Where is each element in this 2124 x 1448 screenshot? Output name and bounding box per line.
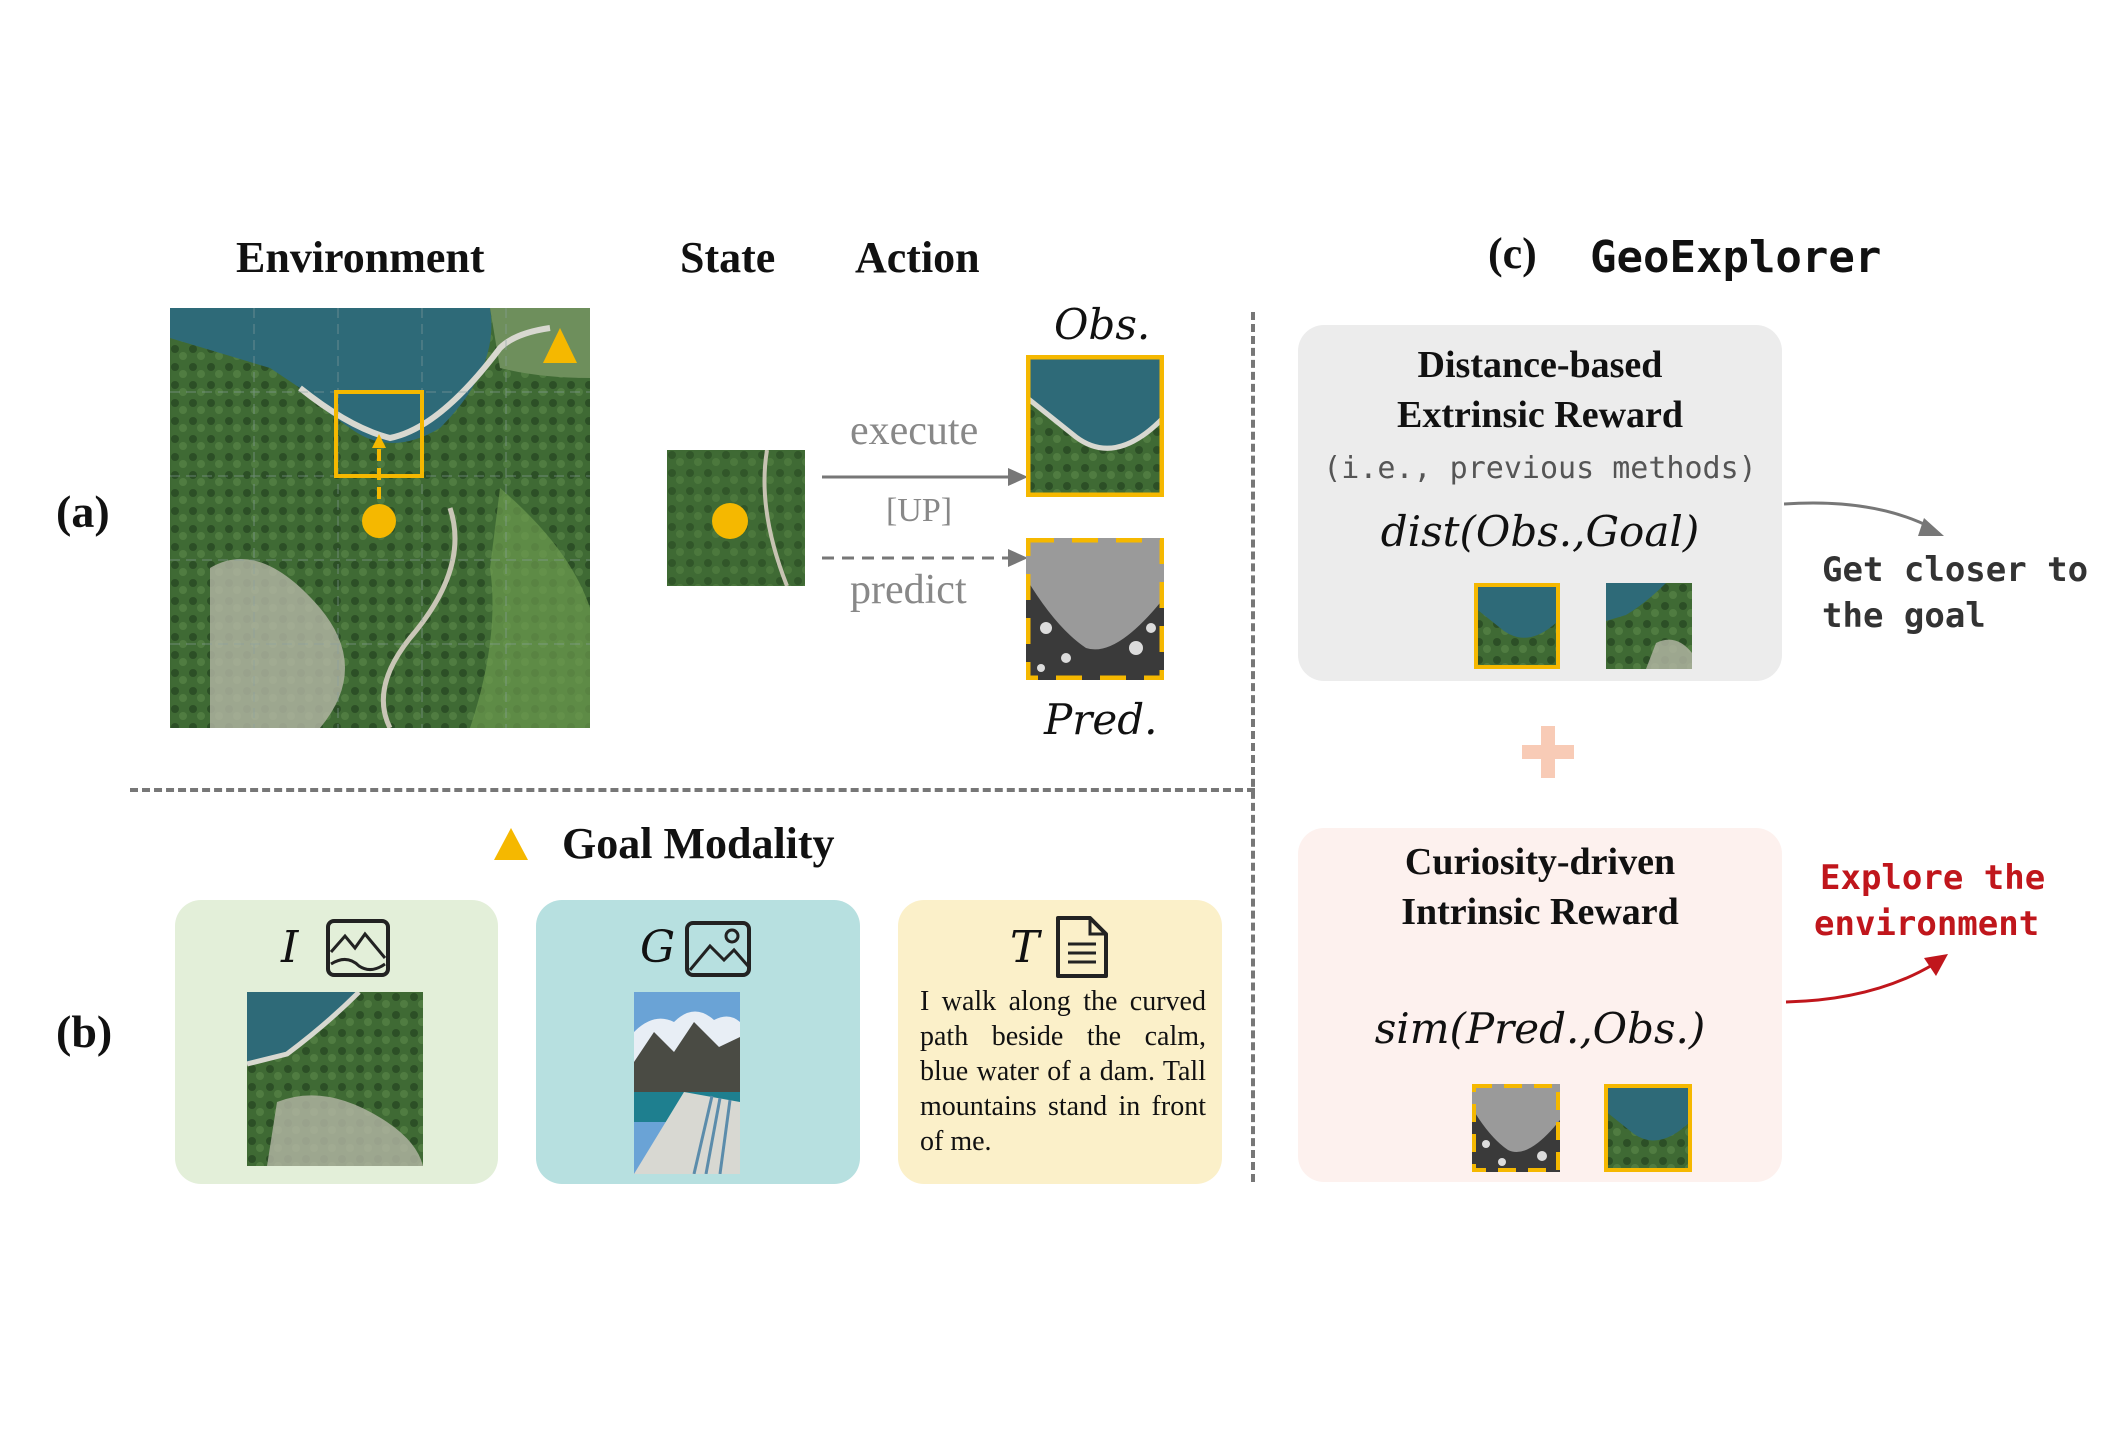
intrinsic-obs-tile bbox=[1604, 1084, 1692, 1172]
panel-c-label: (c) bbox=[1488, 229, 1537, 278]
extrinsic-side-text-line1: Get closer to bbox=[1822, 550, 2089, 590]
extrinsic-note: (i.e., previous methods) bbox=[1323, 451, 1757, 486]
text-goal-card: T I walk along the curved path beside th… bbox=[898, 900, 1222, 1184]
goal-letter-g: G bbox=[640, 922, 676, 973]
goal-triangle-icon bbox=[494, 828, 528, 860]
environment-map bbox=[170, 308, 590, 728]
text-goal-description: I walk along the curved path beside the … bbox=[920, 986, 1206, 1157]
intrinsic-reward-box: Curiosity-driven Intrinsic Reward sim(Pr… bbox=[1298, 828, 1782, 1182]
goal-letter-i: I bbox=[281, 922, 299, 973]
geoexplorer-title: GeoExplorer bbox=[1590, 232, 1882, 283]
satellite-image-icon bbox=[326, 919, 390, 977]
intrinsic-title-line2: Intrinsic Reward bbox=[1401, 891, 1679, 933]
obs-tile bbox=[1026, 355, 1164, 497]
extrinsic-formula: dist(Obs.,Goal) bbox=[1380, 507, 1700, 556]
goal-modality-title: Goal Modality bbox=[562, 819, 835, 868]
ground-goal-card: G bbox=[536, 900, 860, 1184]
extrinsic-title-line2: Extrinsic Reward bbox=[1396, 394, 1684, 436]
extrinsic-reward-box: Distance-based Extrinsic Reward (i.e., p… bbox=[1298, 325, 1782, 681]
image-icon bbox=[685, 921, 751, 977]
goal-letter-t: T bbox=[1010, 922, 1040, 973]
intrinsic-side-text-line1: Explore the bbox=[1820, 858, 2046, 898]
goal-triangle-icon bbox=[543, 328, 577, 363]
extrinsic-arrow bbox=[1784, 501, 1944, 536]
plus-icon bbox=[1522, 726, 1574, 778]
extrinsic-goal-tile bbox=[1606, 583, 1692, 669]
document-icon bbox=[1056, 916, 1108, 978]
ground-goal-image bbox=[634, 992, 740, 1174]
panel-a-label: (a) bbox=[56, 486, 110, 537]
obs-label: Obs. bbox=[1054, 300, 1151, 349]
extrinsic-side-text-line2: the goal bbox=[1822, 596, 1986, 636]
environment-header: Environment bbox=[236, 233, 485, 282]
vertical-divider bbox=[1251, 312, 1255, 1182]
action-header: Action bbox=[855, 233, 980, 282]
extrinsic-obs-tile bbox=[1474, 583, 1560, 669]
horizontal-divider bbox=[130, 788, 1255, 792]
aerial-goal-image bbox=[247, 992, 423, 1166]
intrinsic-pred-tile bbox=[1472, 1084, 1560, 1172]
predict-arrow bbox=[822, 549, 1028, 567]
state-header: State bbox=[680, 233, 776, 282]
up-action-label: [UP] bbox=[886, 492, 953, 529]
pred-label: Pred. bbox=[1044, 695, 1158, 744]
extrinsic-title-line1: Distance-based bbox=[1417, 344, 1663, 386]
intrinsic-formula: sim(Pred.,Obs.) bbox=[1374, 1004, 1706, 1053]
execute-arrow bbox=[822, 468, 1028, 486]
image-goal-card: I bbox=[175, 900, 498, 1184]
intrinsic-title-line1: Curiosity-driven bbox=[1404, 841, 1676, 883]
execute-label: execute bbox=[850, 408, 979, 454]
intrinsic-arrow bbox=[1785, 954, 1948, 1004]
pred-tile bbox=[1026, 538, 1164, 680]
intrinsic-side-text-line2: environment bbox=[1814, 904, 2040, 944]
panel-b-label: (b) bbox=[56, 1006, 113, 1057]
state-tile bbox=[667, 450, 805, 586]
predict-label: predict bbox=[850, 567, 967, 613]
